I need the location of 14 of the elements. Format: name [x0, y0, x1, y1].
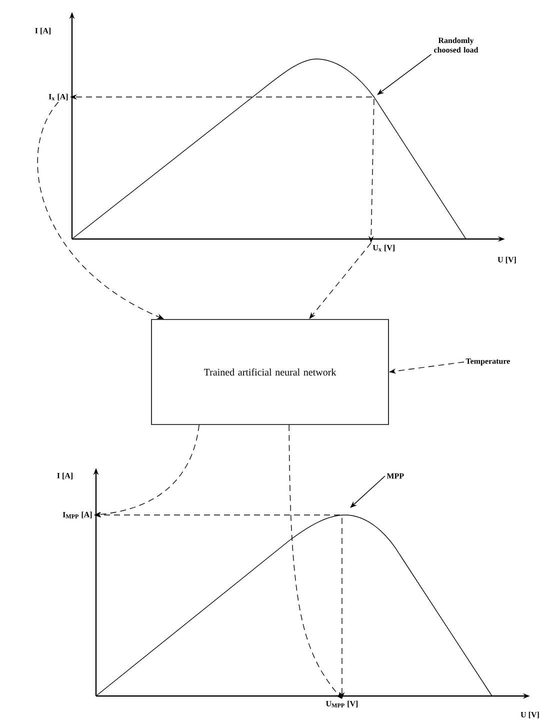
axis-label: I [A]: [57, 472, 72, 480]
axis-value: I$_{x}$ [A]: [48, 94, 68, 100]
axis-label: I [A]: [35, 28, 50, 34]
input-label: Temperature: [466, 358, 510, 366]
dashed-arrow: [288, 424, 342, 699]
axis-label: U [V]: [520, 712, 539, 718]
process-box: Trained artificial neural network: [151, 319, 389, 425]
axis-value: I$_{MPP}$ [A]: [62, 512, 92, 518]
axis-label: U [V]: [498, 256, 516, 264]
callout-text: MPP: [386, 473, 404, 479]
axis-value: U$_{x}$ [V]: [372, 244, 394, 252]
callout-text: Randomly choosed load: [434, 37, 478, 53]
leader-arrow: [350, 476, 386, 508]
axis-value: U$_{MPP}$ [V]: [326, 700, 358, 708]
